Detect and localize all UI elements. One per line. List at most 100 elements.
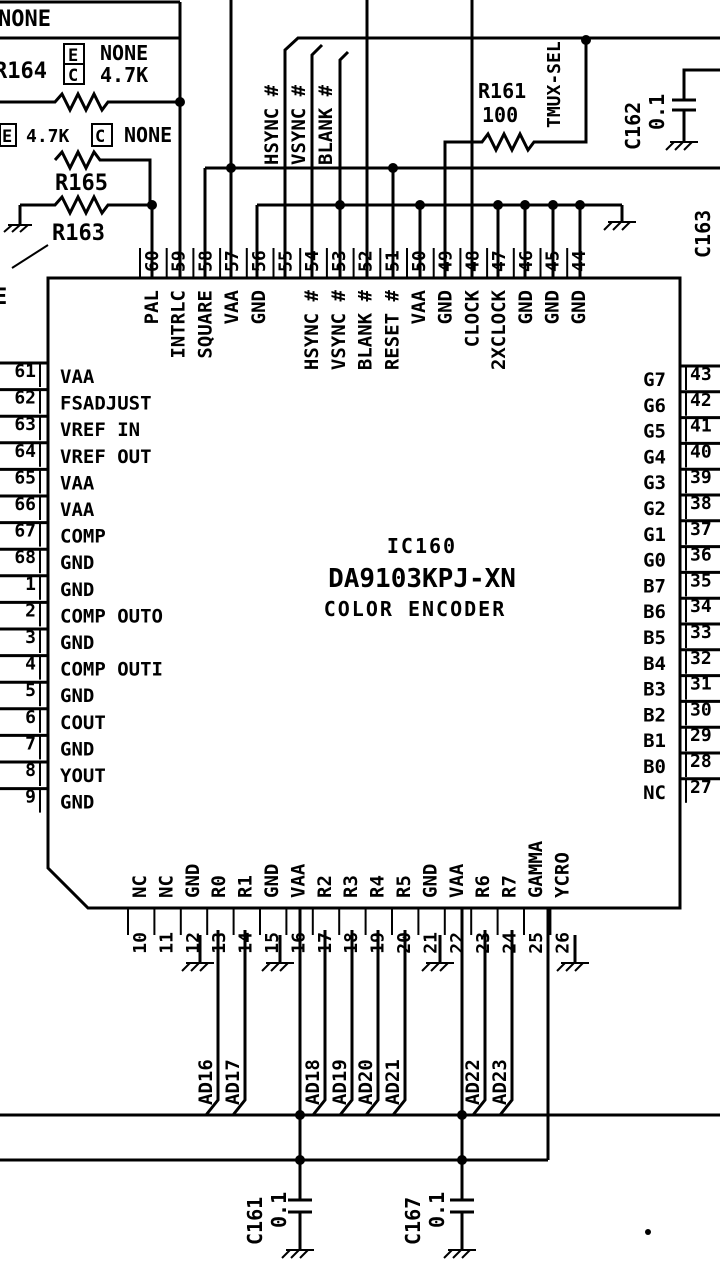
pin-label: 2XCLOCK (488, 289, 510, 370)
junction (575, 200, 585, 210)
pin-label: GND (60, 552, 94, 574)
pin-label: G3 (643, 472, 666, 494)
c162-ref: C162 (621, 102, 645, 150)
pin-label: B1 (643, 730, 666, 752)
r165-val-c: NONE (124, 123, 172, 147)
option-box (91, 123, 113, 147)
bus-label-ad22: AD22 (462, 1059, 484, 1105)
c167-ref: C167 (401, 1197, 425, 1245)
pin-number: 25 (526, 932, 547, 954)
junction (548, 200, 558, 210)
pins-right-group: 43G742G641G540G439G338G237G136G035B734B6… (643, 364, 720, 804)
pin-number: 9 (25, 787, 36, 808)
pin-label: COUT (60, 712, 106, 734)
pin-label: YCRO (551, 852, 573, 898)
pin-label: GND (568, 290, 590, 324)
pin-label: GND (60, 792, 94, 814)
bus-label-ad18: AD18 (302, 1059, 324, 1105)
pin-number: 4 (25, 654, 36, 675)
ground-symbol (281, 1249, 314, 1259)
pin-label: HSYNC # (301, 289, 323, 370)
pin-label: B4 (643, 653, 666, 675)
pin-label: R2 (314, 875, 336, 898)
pin-number: 22 (447, 932, 468, 954)
junction (457, 1155, 467, 1165)
pin-number: 61 (14, 361, 36, 382)
pin-label: B2 (643, 704, 666, 726)
pin-label: GND (261, 864, 283, 898)
pin-label: G1 (643, 524, 666, 546)
pin-label: VREF OUT (60, 446, 152, 468)
r165-opt-c: C (95, 127, 105, 147)
r161-value: 100 (482, 103, 518, 127)
pin-label: B0 (643, 756, 666, 778)
r164-opt-e: E (68, 46, 78, 66)
pin-label: R5 (393, 875, 415, 898)
chip-desc: COLOR ENCODER (324, 597, 507, 621)
bus-label-ad17: AD17 (222, 1059, 244, 1105)
bus-label-ad21: AD21 (382, 1059, 404, 1105)
bus-line (338, 50, 350, 205)
bus-line (391, 930, 407, 1116)
pin-number: 66 (14, 494, 36, 515)
pin-label: GND (542, 290, 564, 324)
pin-label: GND (60, 632, 94, 654)
pin-label: GND (419, 864, 441, 898)
pin-label: COMP (60, 526, 106, 548)
r164-ref: R164 (0, 59, 47, 84)
c161-ref: C161 (243, 1197, 267, 1245)
pin-label: G0 (643, 550, 666, 572)
pin-label: CLOCK (461, 289, 483, 347)
pin-number: 35 (690, 570, 712, 591)
pin-label: SQUARE (194, 290, 216, 359)
pin-number: 62 (14, 388, 36, 409)
r165-ref: R165 (55, 171, 108, 196)
pin-label: VAA (408, 289, 430, 324)
pin-label: R6 (472, 875, 494, 898)
bus-label-vsync: VSYNC # (288, 84, 310, 165)
option-box (63, 63, 85, 85)
pin-label: NC (129, 875, 151, 898)
r161-ref: R161 (478, 79, 526, 103)
ground-symbol (603, 221, 636, 231)
dot-mark (645, 1229, 651, 1235)
pin-number: 30 (690, 699, 712, 720)
ground-symbol (3, 224, 32, 233)
pin-number: 2 (25, 600, 36, 621)
pin-label: FSADJUST (60, 393, 152, 415)
pin-number: 38 (690, 493, 712, 514)
ground-symbol (665, 141, 698, 151)
pin-label: YOUT (60, 765, 106, 787)
pin-label: G7 (643, 369, 666, 391)
pin-number: 5 (25, 680, 36, 701)
c167-value: 0.1 (425, 1192, 449, 1228)
bus-line (338, 930, 354, 1116)
chip-part: DA9103KPJ-XN (328, 564, 516, 594)
pin-label: NC (155, 875, 177, 898)
r164-opt-c: C (68, 66, 78, 86)
pin-number: 42 (690, 390, 712, 411)
pin-number: 13 (209, 932, 230, 954)
pin-label: G4 (643, 446, 666, 468)
pin-label: B7 (643, 575, 666, 597)
bus-label-ad16: AD16 (195, 1059, 217, 1105)
r165-val-e: 4.7K (26, 126, 70, 147)
pin-number: 64 (14, 441, 36, 462)
pin-label: G6 (643, 395, 666, 417)
ground-symbol (556, 962, 589, 972)
pin-label: NC (643, 782, 666, 804)
pin-label: VAA (221, 289, 243, 324)
bus-label-hsync: HSYNC # (261, 84, 283, 165)
bus-label-blank: BLANK # (315, 84, 337, 165)
pin-number: 6 (25, 707, 36, 728)
bottom-ground-group (181, 935, 589, 972)
r165-resistor (20, 193, 152, 217)
chip-outline (46, 276, 682, 910)
pin-number: 36 (690, 545, 712, 566)
pin-label: GND (182, 864, 204, 898)
bus-line (311, 930, 327, 1116)
r164-val-c: 4.7K (100, 63, 148, 87)
pin-label: VAA (446, 863, 468, 898)
